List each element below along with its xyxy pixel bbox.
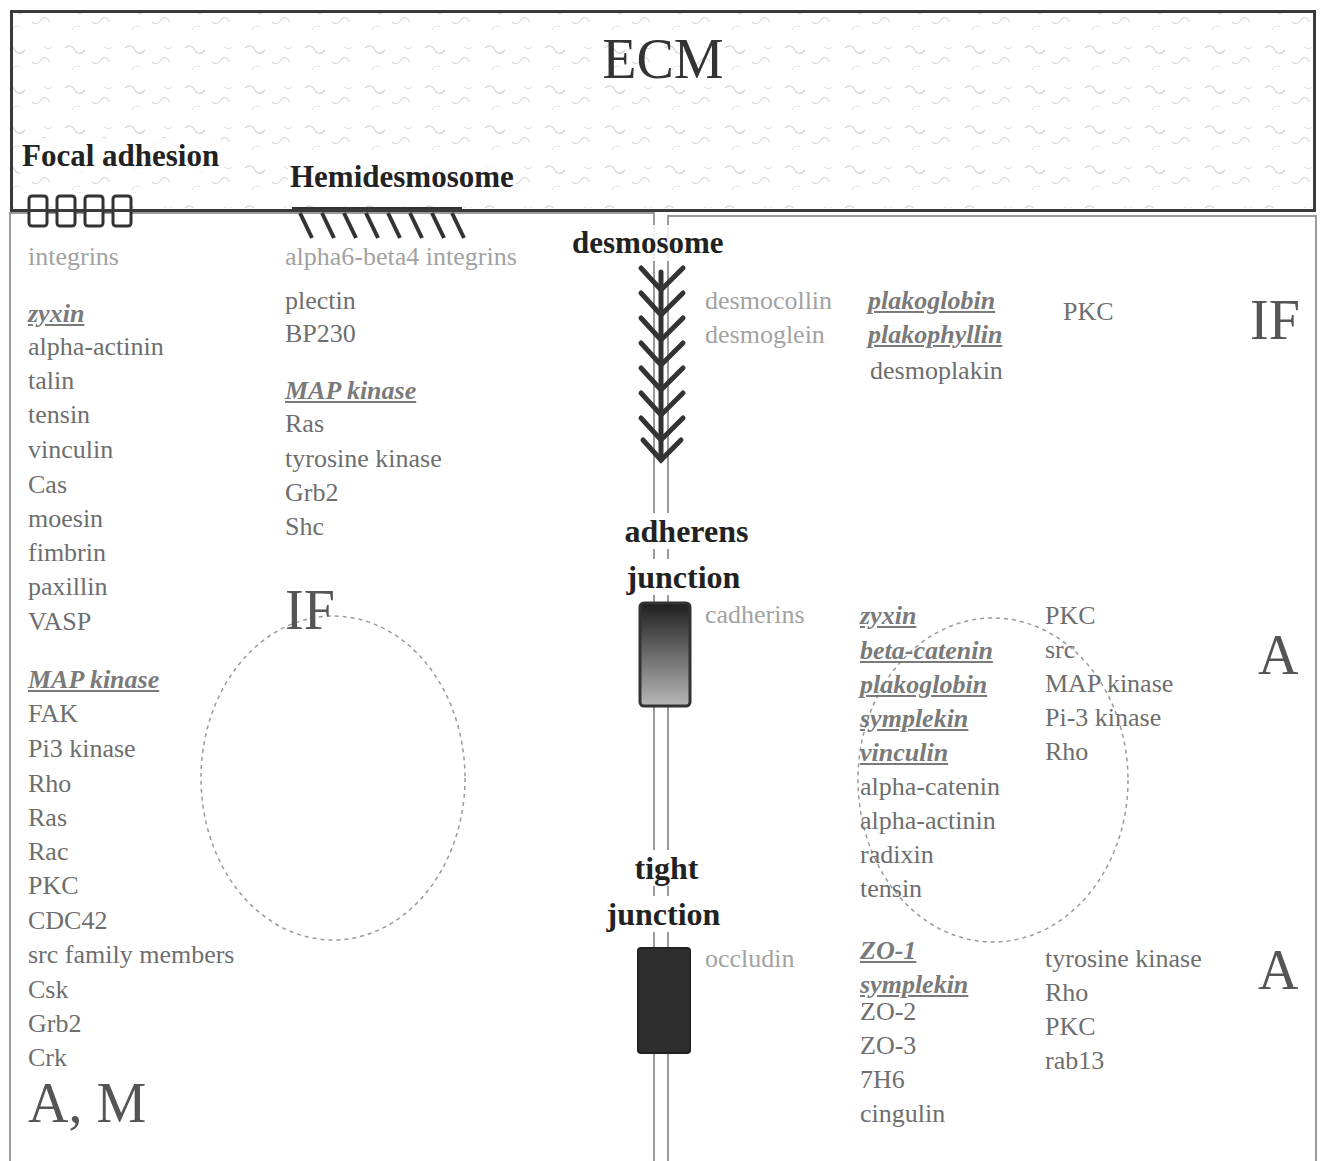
membrane-protein: integrins bbox=[28, 242, 119, 272]
protein-name: MAP kinase bbox=[1045, 669, 1173, 699]
key-protein-name: MAP kinase bbox=[285, 376, 416, 406]
protein-name: moesin bbox=[28, 504, 103, 534]
protein-name: tensin bbox=[860, 874, 922, 904]
key-protein-name: beta-catenin bbox=[860, 636, 993, 666]
protein-name: Rho bbox=[28, 769, 71, 799]
key-protein-name: zyxin bbox=[28, 299, 84, 329]
filament-type-label: IF bbox=[285, 578, 335, 642]
protein-name: Rho bbox=[1045, 978, 1088, 1008]
protein-name: PKC bbox=[1045, 1012, 1096, 1042]
dashed-region bbox=[201, 616, 465, 940]
membrane-protein: desmocollin bbox=[705, 286, 832, 316]
adherens-junction-symbol bbox=[640, 603, 690, 706]
protein-name: VASP bbox=[28, 607, 91, 637]
protein-name: Ras bbox=[28, 803, 67, 833]
key-protein-name: plakoglobin bbox=[868, 286, 995, 316]
protein-name: vinculin bbox=[28, 435, 113, 465]
protein-name: Ras bbox=[285, 409, 324, 439]
region-title: ECM bbox=[13, 27, 1313, 91]
protein-name: fimbrin bbox=[28, 538, 106, 568]
protein-name: alpha-actinin bbox=[28, 332, 164, 362]
protein-name: desmoplakin bbox=[870, 356, 1003, 386]
key-protein-name: zyxin bbox=[860, 601, 916, 631]
protein-name: Pi3 kinase bbox=[28, 734, 136, 764]
protein-name: src bbox=[1045, 635, 1075, 665]
protein-name: Cas bbox=[28, 470, 67, 500]
junction-heading: adherens junction bbox=[600, 508, 770, 600]
junction-heading: Focal adhesion bbox=[20, 138, 221, 174]
junction-heading: Hemidesmosome bbox=[288, 159, 516, 195]
protein-name: PKC bbox=[1045, 601, 1096, 631]
junction-heading: desmosome bbox=[570, 225, 726, 261]
protein-name: tyrosine kinase bbox=[1045, 944, 1202, 974]
filament-type-label: IF bbox=[1250, 288, 1300, 352]
protein-name: BP230 bbox=[285, 319, 356, 349]
key-protein-name: ZO-1 bbox=[860, 936, 916, 966]
key-protein-name: plakoglobin bbox=[860, 670, 987, 700]
desmosome-symbol bbox=[641, 268, 683, 460]
junction-heading-text: adherens junction bbox=[622, 513, 749, 595]
protein-name: radixin bbox=[860, 840, 934, 870]
key-protein-name: plakophyllin bbox=[868, 320, 1002, 350]
left-cell-outline bbox=[10, 213, 654, 1161]
protein-name: FAK bbox=[28, 699, 78, 729]
protein-name: plectin bbox=[285, 286, 356, 316]
key-protein-name: symplekin bbox=[860, 970, 968, 1000]
protein-name: Crk bbox=[28, 1043, 67, 1073]
junction-heading: tight junction bbox=[580, 845, 750, 937]
protein-name: src family members bbox=[28, 940, 235, 970]
protein-name: ZO-2 bbox=[860, 997, 916, 1027]
filament-type-label: A bbox=[1258, 938, 1298, 1002]
ecm-box: ECM bbox=[10, 10, 1316, 212]
junction-heading-text: tight junction bbox=[607, 850, 724, 932]
membrane-protein: desmoglein bbox=[705, 320, 825, 350]
protein-name: alpha-actinin bbox=[860, 806, 996, 836]
protein-name: alpha-catenin bbox=[860, 772, 1000, 802]
dashed-region bbox=[858, 618, 1128, 942]
protein-name: Shc bbox=[285, 512, 324, 542]
protein-name: PKC bbox=[1063, 297, 1114, 327]
filament-type-label: A bbox=[1258, 623, 1298, 687]
protein-name: 7H6 bbox=[860, 1065, 905, 1095]
ecm-texture bbox=[12, 12, 1314, 208]
protein-name: ZO-3 bbox=[860, 1031, 916, 1061]
filament-type-label: A, M bbox=[28, 1071, 146, 1135]
protein-name: Csk bbox=[28, 975, 68, 1005]
membrane-protein: alpha6-beta4 integrins bbox=[285, 242, 517, 272]
protein-name: rab13 bbox=[1045, 1046, 1104, 1076]
protein-name: Pi-3 kinase bbox=[1045, 703, 1161, 733]
right-cell-outline bbox=[668, 216, 1316, 1161]
hemidesmosome-symbol bbox=[292, 209, 464, 238]
protein-name: cingulin bbox=[860, 1099, 945, 1129]
key-protein-name: MAP kinase bbox=[28, 665, 159, 695]
tight-junction-symbol bbox=[638, 948, 690, 1053]
key-protein-name: symplekin bbox=[860, 704, 968, 734]
protein-name: tensin bbox=[28, 400, 90, 430]
protein-name: talin bbox=[28, 366, 74, 396]
membrane-protein: cadherins bbox=[705, 600, 805, 630]
membrane-protein: occludin bbox=[705, 944, 795, 974]
protein-name: Grb2 bbox=[28, 1009, 81, 1039]
protein-name: PKC bbox=[28, 871, 79, 901]
protein-name: paxillin bbox=[28, 572, 107, 602]
protein-name: Grb2 bbox=[285, 478, 338, 508]
protein-name: Rho bbox=[1045, 737, 1088, 767]
key-protein-name: vinculin bbox=[860, 738, 948, 768]
protein-name: tyrosine kinase bbox=[285, 444, 442, 474]
protein-name: Rac bbox=[28, 837, 68, 867]
protein-name: CDC42 bbox=[28, 906, 107, 936]
